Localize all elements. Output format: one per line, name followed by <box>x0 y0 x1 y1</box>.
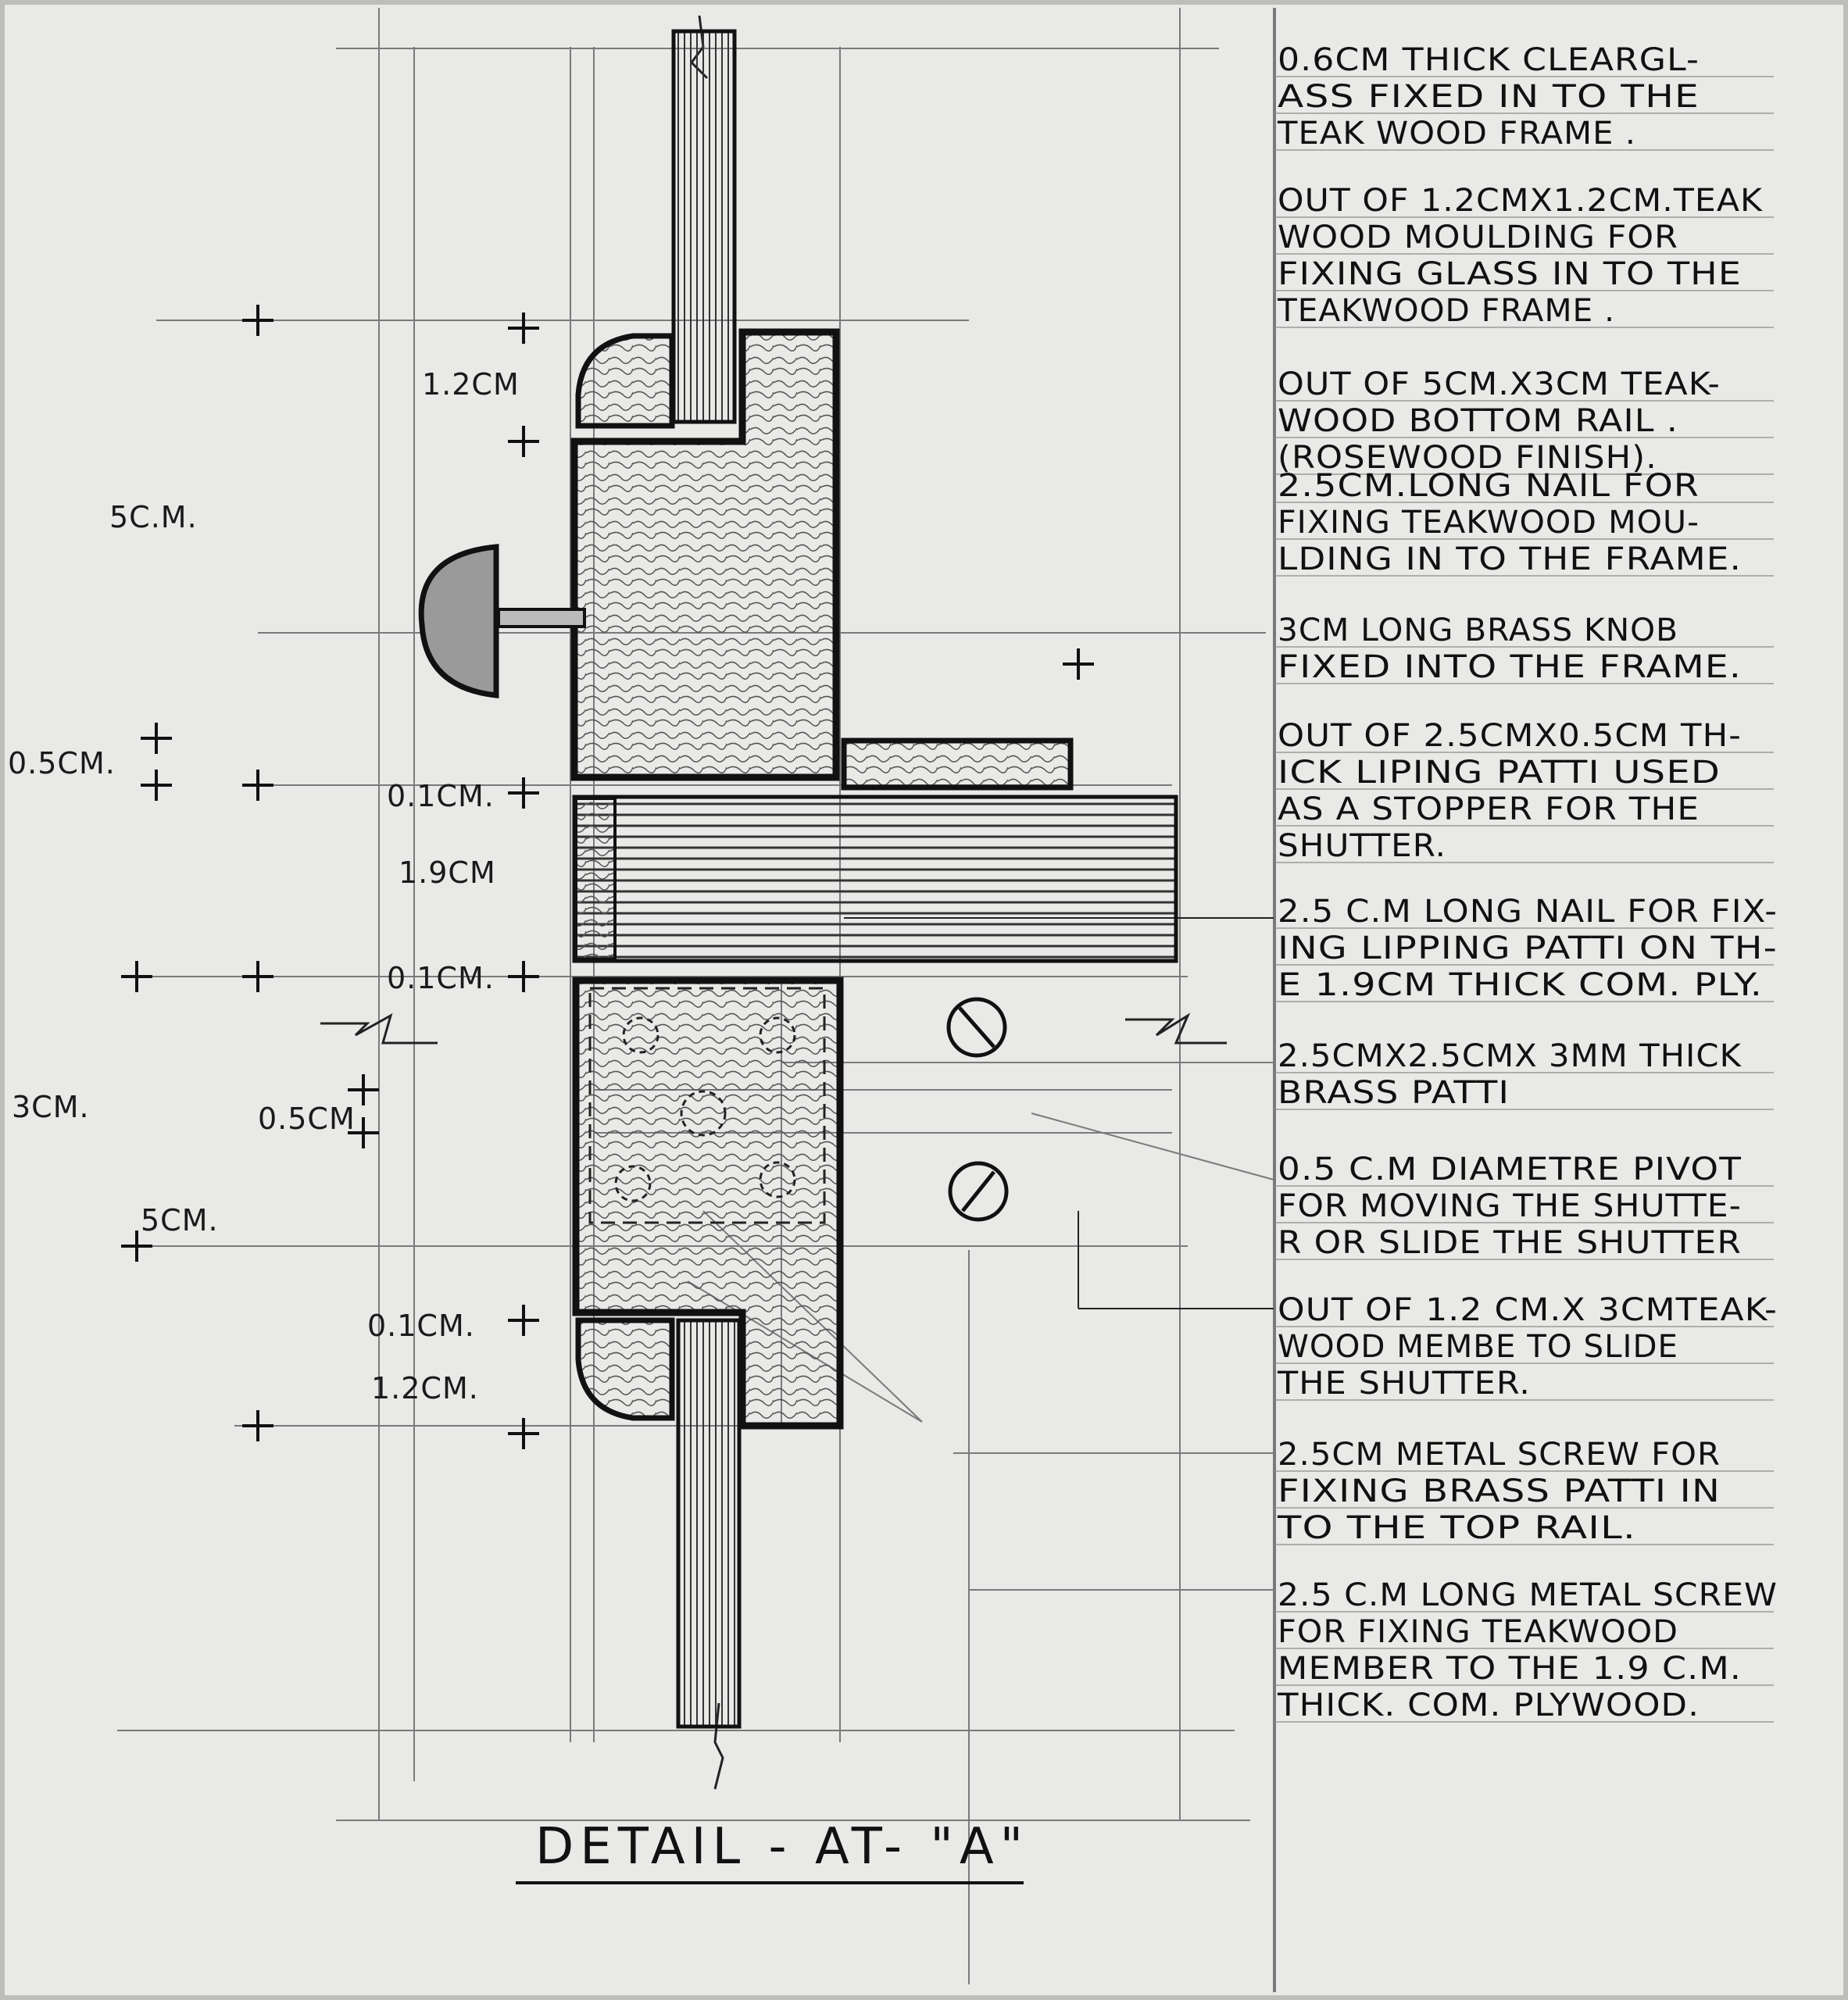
note-line: WOOD MOULDING FOR <box>1278 220 1678 255</box>
bottom-rail <box>570 328 840 781</box>
note-line: R OR SLIDE THE SHUTTER <box>1278 1225 1742 1261</box>
note-line: THE SHUTTER. <box>1277 1366 1531 1402</box>
glass-pane-bottom <box>676 1318 742 1729</box>
note-line: THICK. COM. PLYWOOD. <box>1277 1688 1700 1723</box>
note-line: 0.5 C.M DIAMETRE PIVOT <box>1278 1152 1742 1188</box>
brass-knob-icon <box>418 544 499 698</box>
note-line: ING LIPPING PATTI ON TH- <box>1278 930 1778 966</box>
note-line: FIXING GLASS IN TO THE <box>1278 256 1742 292</box>
note-line: 2.5CM METAL SCREW FOR <box>1278 1437 1721 1473</box>
note-line: 2.5 C.M LONG NAIL FOR FIX- <box>1278 894 1778 930</box>
dim-gap-top: 0.1CM. <box>387 779 495 813</box>
pivot-screw-icon <box>946 997 1009 1222</box>
note-line: SHUTTER. <box>1278 828 1446 864</box>
note-line: FOR FIXING TEAKWOOD <box>1278 1614 1678 1650</box>
dim-ply: 1.9CM <box>399 855 496 890</box>
note-line: OUT OF 1.2CMX1.2CM.TEAK <box>1278 183 1764 219</box>
note-line: LDING IN TO THE FRAME. <box>1278 541 1742 577</box>
note-line: OUT OF 1.2 CM.X 3CMTEAK- <box>1278 1292 1778 1328</box>
note-line: OUT OF 5CM.X3CM TEAK- <box>1278 366 1721 402</box>
note-line: MEMBER TO THE 1.9 C.M. <box>1278 1651 1742 1687</box>
note-line: E 1.9CM THICK COM. PLY. <box>1278 967 1763 1003</box>
brass-patti-outline <box>588 987 826 1224</box>
note-block: 2.5 C.M LONG NAIL FOR FIX-ING LIPPING PA… <box>1275 894 1778 1003</box>
note-line: (ROSEWOOD FINISH). <box>1278 440 1657 476</box>
dim-gap-bottom: 0.1CM. <box>387 961 495 995</box>
note-line: ICK LIPING PATTI USED <box>1278 755 1721 791</box>
dim-member-height: 3CM. <box>12 1090 90 1124</box>
note-block: OUT OF 5CM.X3CM TEAK-WOOD BOTTOM RAIL .(… <box>1275 366 1774 476</box>
note-block: 0.6CM THICK CLEARGL-ASS FIXED IN TO THET… <box>1275 42 1774 152</box>
knob-stem <box>497 608 586 628</box>
notes-column: 0.6CM THICK CLEARGL-ASS FIXED IN TO THET… <box>1275 42 1778 1723</box>
note-line: FIXING TEAKWOOD MOU- <box>1278 505 1700 541</box>
moulding-top <box>575 333 675 429</box>
note-line: 2.5CM.LONG NAIL FOR <box>1278 468 1700 504</box>
liping-patti <box>841 738 1074 791</box>
note-line: OUT OF 2.5CMX0.5CM TH- <box>1278 718 1742 754</box>
dim-member-width: 5CM. <box>141 1203 219 1238</box>
ply-edge <box>574 797 617 961</box>
dim-gap-lower: 0.1CM. <box>367 1309 475 1343</box>
note-line: FIXED INTO THE FRAME. <box>1278 649 1742 685</box>
dimension-labels: 1.2CM 5C.M. 0.5CM. 0.1CM. 1.9CM 0.1CM. 3… <box>8 367 520 1405</box>
dim-patti-thick: 0.5CM <box>258 1102 356 1136</box>
note-line: TO THE TOP RAIL. <box>1277 1510 1636 1546</box>
note-line: FIXING BRASS PATTI IN <box>1278 1473 1721 1509</box>
note-line: FOR MOVING THE SHUTTE- <box>1278 1188 1742 1224</box>
sliding-member <box>572 977 844 1430</box>
note-block: OUT OF 1.2CMX1.2CM.TEAKWOOD MOULDING FOR… <box>1275 183 1774 329</box>
note-line: 0.6CM THICK CLEARGL- <box>1278 42 1700 78</box>
note-line: TEAKWOOD FRAME . <box>1277 293 1615 329</box>
screw-holes <box>614 1016 796 1202</box>
note-line: 2.5CMX2.5CMX 3MM THICK <box>1278 1038 1743 1074</box>
note-line: 3CM LONG BRASS KNOB <box>1278 612 1678 648</box>
note-block: OUT OF 1.2 CM.X 3CMTEAK-WOOD MEMBE TO SL… <box>1275 1292 1778 1402</box>
note-line: 2.5 C.M LONG METAL SCREW <box>1278 1577 1778 1613</box>
dimension-ticks <box>121 305 1094 1449</box>
dim-bottom-rail: 5C.M. <box>109 500 198 534</box>
detail-title: DETAIL - AT- "A" <box>535 1818 1029 1876</box>
paper-background <box>5 5 1843 1995</box>
dim-top-moulding: 1.2CM <box>422 367 520 402</box>
note-line: TEAK WOOD FRAME . <box>1277 116 1636 152</box>
note-line: WOOD BOTTOM RAIL . <box>1278 403 1678 439</box>
note-line: WOOD MEMBE TO SLIDE <box>1278 1329 1678 1365</box>
plywood-shutter <box>572 795 1178 963</box>
glass-pane-top <box>671 29 737 424</box>
dim-bottom-moulding: 1.2CM. <box>371 1371 479 1405</box>
note-block: OUT OF 2.5CMX0.5CM TH-ICK LIPING PATTI U… <box>1275 718 1774 864</box>
note-line: ASS FIXED IN TO THE <box>1278 79 1700 115</box>
moulding-bottom <box>575 1317 675 1421</box>
note-line: BRASS PATTI <box>1278 1075 1510 1111</box>
dim-liping-gap: 0.5CM. <box>8 746 116 780</box>
note-line: AS A STOPPER FOR THE <box>1278 791 1700 827</box>
